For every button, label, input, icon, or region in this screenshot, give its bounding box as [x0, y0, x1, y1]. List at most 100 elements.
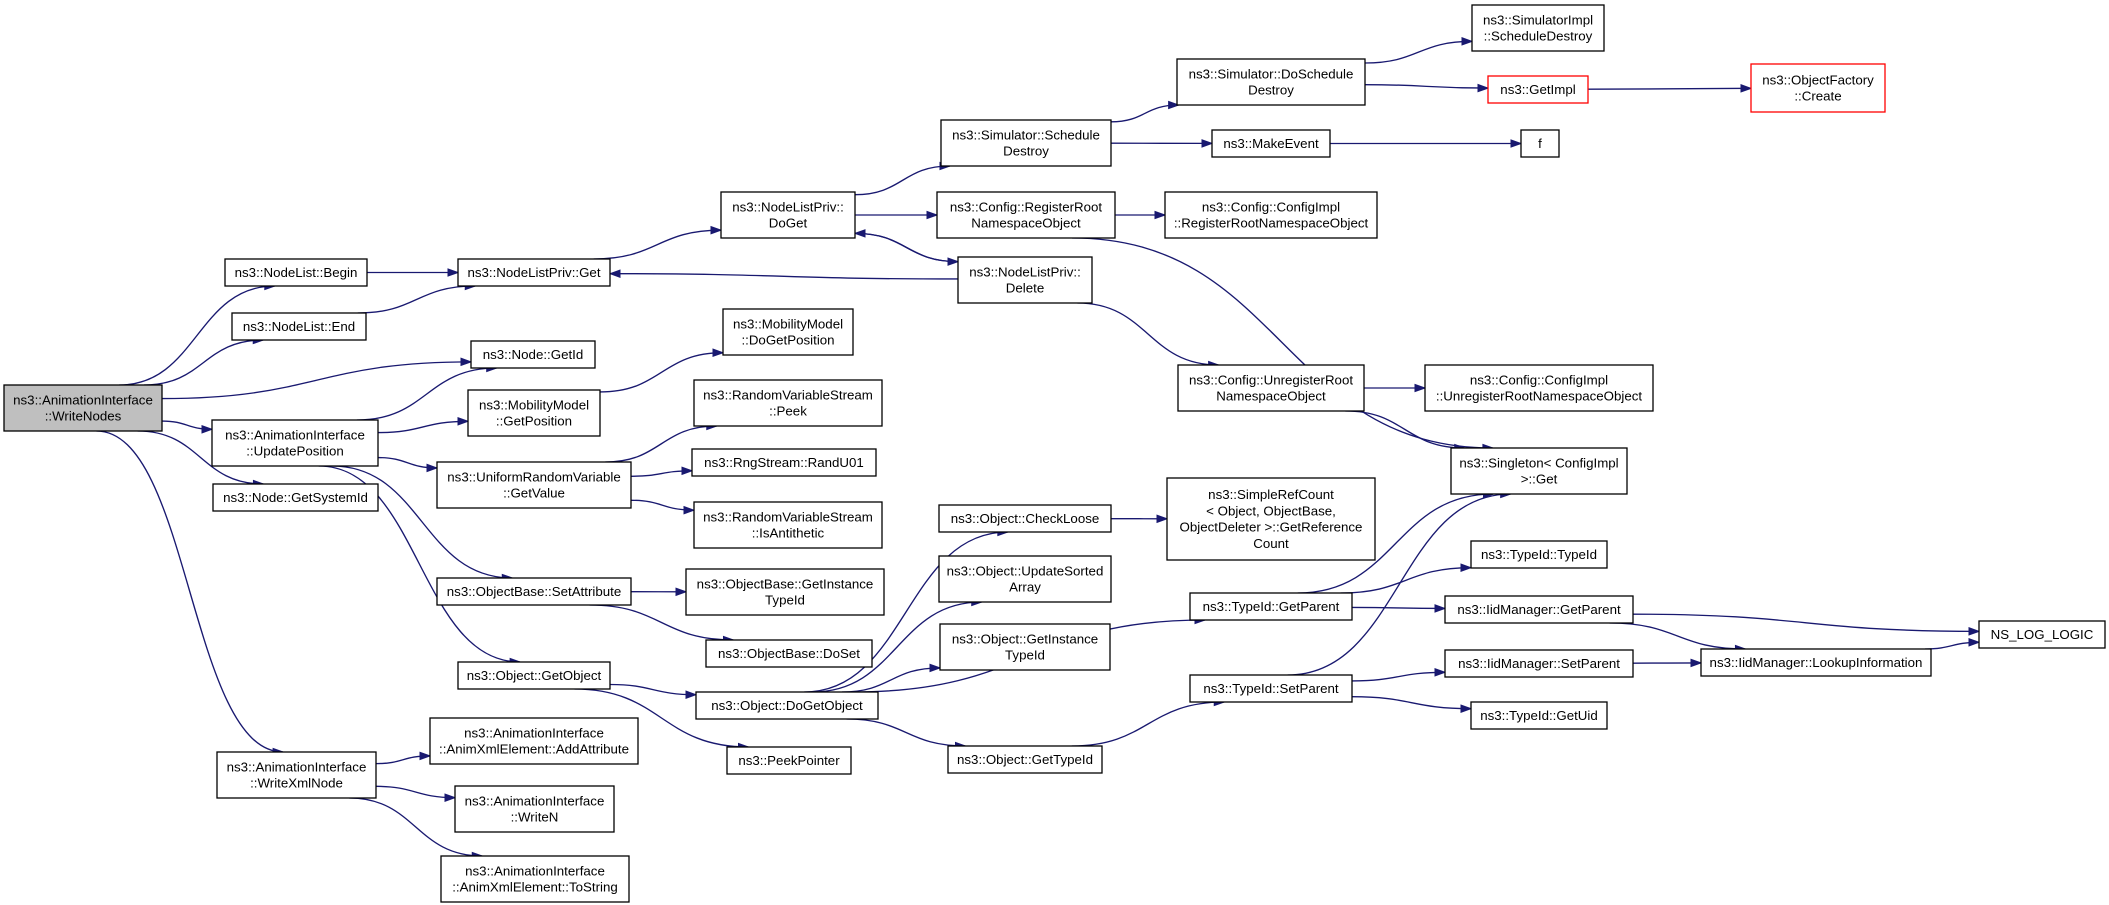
edge-tidGetParent-to-tidTypeId	[1340, 567, 1472, 594]
node-makeEvent[interactable]: ns3::MakeEvent	[1211, 129, 1331, 158]
node-simSchedDestroy[interactable]: ns3::Simulator::ScheduleDestroy	[940, 119, 1112, 167]
node-box	[436, 577, 632, 606]
node-label: ns3::ObjectBase::DoSet	[718, 646, 860, 661]
node-singletonGet[interactable]: ns3::Singleton< ConfigImpl>::Get	[1450, 447, 1628, 495]
node-objDoGetObject[interactable]: ns3::Object::DoGetObject	[695, 691, 879, 720]
node-nlBegin[interactable]: ns3::NodeList::Begin	[224, 258, 368, 287]
arrowhead	[457, 416, 470, 426]
node-label: ::UnregisterRootNamespaceObject	[1436, 389, 1642, 404]
node-box	[693, 379, 883, 427]
node-label: ns3::AnimationInterface	[225, 427, 365, 442]
edge-nlpDoGet-to-simSchedDestroy	[854, 165, 950, 196]
node-nlpGet[interactable]: ns3::NodeListPriv::Get	[457, 258, 611, 287]
node-mmGetPos[interactable]: ns3::MobilityModel::GetPosition	[467, 389, 601, 437]
node-tidTypeId[interactable]: ns3::TypeId::TypeId	[1470, 540, 1608, 569]
node-box	[1471, 4, 1605, 52]
node-writeXmlNode[interactable]: ns3::AnimationInterface::WriteXmlNode	[216, 751, 377, 799]
node-iidGetParent[interactable]: ns3::IidManager::GetParent	[1444, 595, 1634, 624]
node-srcGetRef[interactable]: ns3::SimpleRefCount< Object, ObjectBase,…	[1166, 477, 1376, 561]
node-rvsIsAnti[interactable]: ns3::RandomVariableStream::IsAntithetic	[693, 501, 883, 549]
node-fFunc[interactable]: f	[1520, 129, 1560, 158]
node-objFactCreate[interactable]: ns3::ObjectFactory::Create	[1750, 63, 1886, 113]
node-box	[224, 258, 368, 287]
node-iidSetParent[interactable]: ns3::IidManager::SetParent	[1444, 649, 1634, 678]
node-label: ::IsAntithetic	[752, 526, 825, 541]
edge-simDoSchedDestroy-to-simImplSched	[1364, 40, 1473, 64]
node-nsLogLogic[interactable]: NS_LOG_LOGIC	[1978, 620, 2106, 649]
node-box	[705, 639, 873, 668]
node-mmDoGetPos[interactable]: ns3::MobilityModel::DoGetPosition	[722, 308, 854, 356]
node-label: ::Peek	[769, 404, 807, 419]
edge-getImpl-to-objFactCreate	[1587, 87, 1752, 90]
arrowhead	[710, 225, 723, 235]
node-urvGetValue[interactable]: ns3::UniformRandomVariable::GetValue	[436, 461, 632, 509]
node-objGetTypeId[interactable]: ns3::Object::GetTypeId	[947, 745, 1103, 774]
edge-writeNodes-to-nodeGetId	[161, 361, 472, 400]
node-box	[957, 256, 1093, 304]
node-tidGetUid[interactable]: ns3::TypeId::GetUid	[1470, 701, 1608, 730]
node-label: ::WriteXmlNode	[250, 776, 343, 791]
node-cciRegRoot[interactable]: ns3::Config::ConfigImpl::RegisterRootNam…	[1164, 191, 1378, 239]
node-objCheckLoose[interactable]: ns3::Object::CheckLoose	[938, 504, 1112, 533]
node-label: NamespaceObject	[1216, 389, 1326, 404]
node-label: ns3::NodeListPriv::	[732, 199, 844, 214]
node-getSysId[interactable]: ns3::Node::GetSystemId	[212, 483, 379, 512]
node-cciUnregRoot[interactable]: ns3::Config::ConfigImpl::UnregisterRootN…	[1424, 364, 1654, 412]
node-label: ns3::NodeListPriv::	[969, 264, 1081, 279]
edge-iidGetParent-to-nsLogLogic	[1632, 613, 1980, 633]
node-peekPointer[interactable]: ns3::PeekPointer	[726, 746, 852, 775]
node-rngRand[interactable]: ns3::RngStream::RandU01	[691, 448, 877, 477]
node-box	[1700, 648, 1932, 677]
node-iidLookup[interactable]: ns3::IidManager::LookupInformation	[1700, 648, 1932, 677]
node-label: ns3::NodeListPriv::Get	[467, 265, 600, 280]
node-box	[1750, 63, 1886, 113]
node-tidSetParent[interactable]: ns3::TypeId::SetParent	[1189, 674, 1353, 703]
node-nodeGetId[interactable]: ns3::Node::GetId	[470, 340, 596, 369]
arrowhead	[426, 463, 439, 473]
node-label: ns3::Config::ConfigImpl	[1470, 372, 1608, 387]
node-obDoSet[interactable]: ns3::ObjectBase::DoSet	[705, 639, 873, 668]
node-box	[693, 501, 883, 549]
node-axToString[interactable]: ns3::AnimationInterface::AnimXmlElement:…	[440, 855, 630, 903]
node-label: ns3::RandomVariableStream	[703, 387, 873, 402]
edge-tidSetParent-to-iidSetParent	[1351, 671, 1446, 682]
edge-writeNodes-to-nlBegin	[119, 285, 275, 386]
node-label: ns3::TypeId::SetParent	[1203, 681, 1339, 696]
node-writeNodes[interactable]: ns3::AnimationInterface::WriteNodes	[3, 384, 163, 432]
node-writeN[interactable]: ns3::AnimationInterface::WriteN	[454, 785, 615, 833]
node-label: ::GetPosition	[496, 414, 572, 429]
node-nlEnd[interactable]: ns3::NodeList::End	[231, 312, 367, 341]
arrowhead	[853, 229, 866, 238]
node-simImplSched[interactable]: ns3::SimulatorImpl::ScheduleDestroy	[1471, 4, 1605, 52]
edge-tidGetParent-to-iidGetParent	[1351, 606, 1446, 610]
arrowhead	[1434, 604, 1447, 613]
node-getImpl[interactable]: ns3::GetImpl	[1487, 75, 1589, 104]
node-tidGetParent[interactable]: ns3::TypeId::GetParent	[1189, 592, 1353, 621]
node-nlpDelete[interactable]: ns3::NodeListPriv::Delete	[957, 256, 1093, 304]
arrowhead	[1154, 210, 1167, 220]
node-label: ::Create	[1794, 89, 1841, 104]
node-label: ns3::AnimationInterface	[464, 725, 604, 740]
node-label: ns3::Object::GetInstance	[952, 631, 1098, 646]
node-axAddAttr[interactable]: ns3::AnimationInterface::AnimXmlElement:…	[429, 717, 639, 765]
node-box	[212, 483, 379, 512]
node-nlpDoGet[interactable]: ns3::NodeListPriv::DoGet	[720, 191, 856, 239]
node-box	[936, 191, 1116, 239]
node-updatePos[interactable]: ns3::AnimationInterface::UpdatePosition	[211, 419, 379, 467]
node-cfgUnregRoot[interactable]: ns3::Config::UnregisterRootNamespaceObje…	[1177, 364, 1365, 412]
arrowhead	[675, 587, 688, 597]
node-label: ::AnimXmlElement::AddAttribute	[439, 742, 629, 757]
node-objGetObject[interactable]: ns3::Object::GetObject	[457, 661, 611, 690]
node-label: ns3::TypeId::GetUid	[1480, 708, 1598, 723]
node-cfgRegRoot[interactable]: ns3::Config::RegisterRootNamespaceObject	[936, 191, 1116, 239]
node-rvsPeek[interactable]: ns3::RandomVariableStream::Peek	[693, 379, 883, 427]
node-obSetAttr[interactable]: ns3::ObjectBase::SetAttribute	[436, 577, 632, 606]
node-label: ns3::Object::GetObject	[467, 668, 602, 683]
node-label: ns3::Node::GetSystemId	[223, 490, 368, 505]
node-box	[3, 384, 163, 432]
